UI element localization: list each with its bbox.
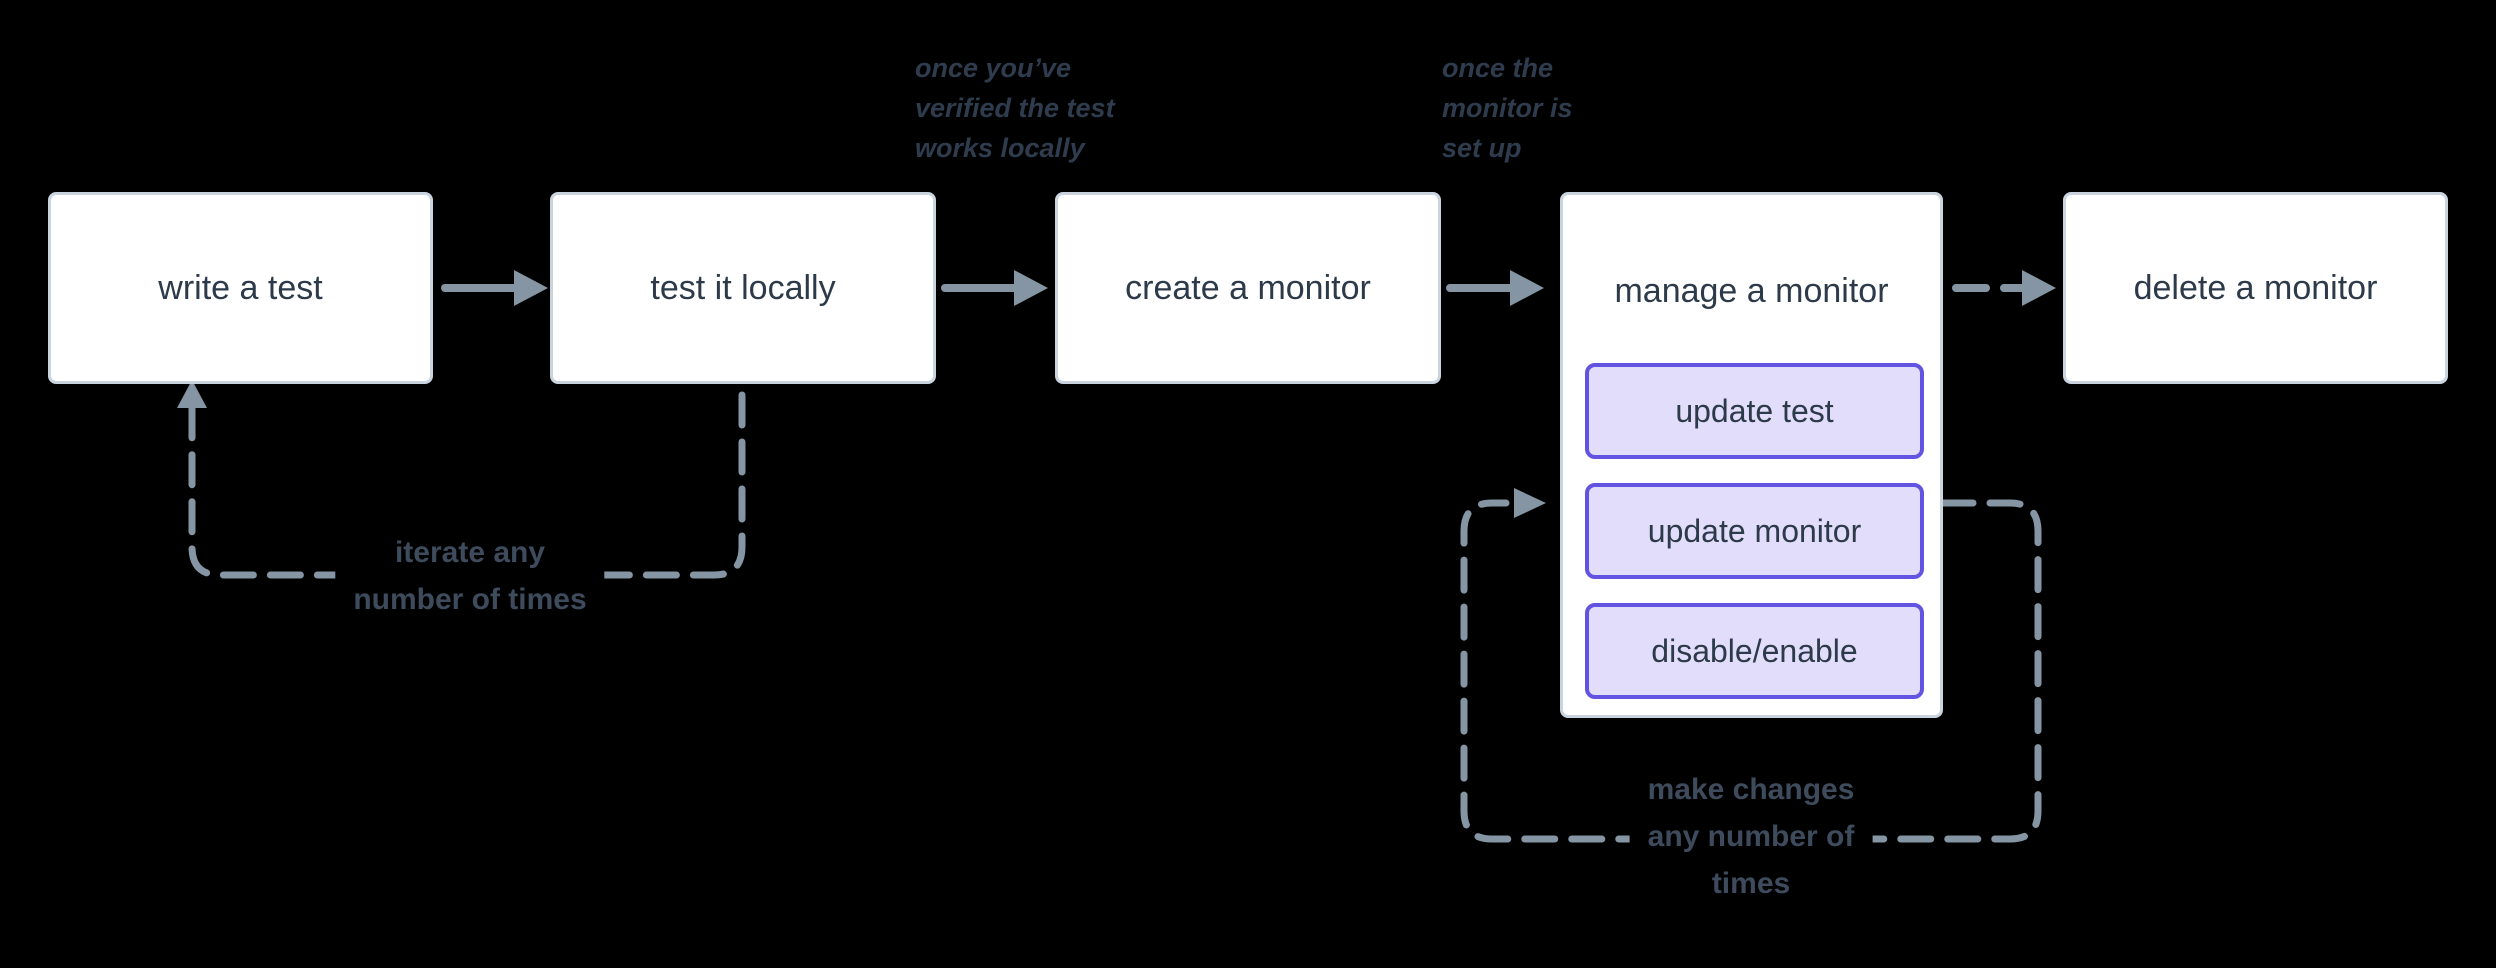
node-label: create a monitor <box>1125 268 1371 307</box>
annotation-line: monitor is <box>1442 93 1573 123</box>
loop-label-line: make changes <box>1647 773 1855 806</box>
arrow-right-icon <box>514 270 548 306</box>
arrow-create-to-manage <box>1446 270 1544 306</box>
annotation-line: verified the test <box>915 93 1115 123</box>
annotation-once-set-up: once the monitor is set up <box>1442 48 1573 168</box>
node-label: test it locally <box>650 268 836 307</box>
loop-label-line: number of times <box>353 583 587 616</box>
subnode-update-test[interactable]: update test <box>1585 363 1924 459</box>
loop-label-line: any number of <box>1647 820 1855 853</box>
arrow-right-icon <box>1514 488 1546 518</box>
annotation-line: set up <box>1442 133 1522 163</box>
node-delete-a-monitor[interactable]: delete a monitor <box>2063 192 2448 384</box>
subnode-label: update monitor <box>1647 512 1862 549</box>
arrow-write-to-test <box>441 270 548 306</box>
annotation-line: once the <box>1442 53 1554 83</box>
arrow-right-icon <box>1014 270 1048 306</box>
node-write-a-test[interactable]: write a test <box>48 192 433 384</box>
iterate-loop-label: iterate any number of times <box>335 527 605 625</box>
arrow-up-icon <box>177 380 207 408</box>
node-label: manage a monitor <box>1614 272 1889 310</box>
subnode-update-monitor[interactable]: update monitor <box>1585 483 1924 579</box>
node-test-it-locally[interactable]: test it locally <box>550 192 936 384</box>
node-label: delete a monitor <box>2133 268 2378 307</box>
arrow-right-icon <box>1510 270 1544 306</box>
subnode-label: update test <box>1675 392 1834 429</box>
node-label: write a test <box>158 268 323 307</box>
node-manage-a-monitor[interactable]: manage a monitor update test update moni… <box>1560 192 1943 718</box>
annotation-once-verified: once you’ve verified the test works loca… <box>915 48 1115 168</box>
make-changes-loop-label: make changes any number of times <box>1629 764 1873 909</box>
loop-label-line: times <box>1711 867 1791 900</box>
make-changes-loop-path <box>1460 488 2042 843</box>
subnode-disable-enable[interactable]: disable/enable <box>1585 603 1924 699</box>
subnode-label: disable/enable <box>1651 632 1858 669</box>
annotation-line: works locally <box>915 133 1085 163</box>
arrow-manage-to-delete-dashed <box>1952 270 2056 306</box>
arrow-right-icon <box>2022 270 2056 306</box>
node-create-a-monitor[interactable]: create a monitor <box>1055 192 1441 384</box>
arrow-test-to-create <box>941 270 1048 306</box>
annotation-line: once you’ve <box>915 53 1072 83</box>
loop-label-line: iterate any <box>394 536 546 569</box>
